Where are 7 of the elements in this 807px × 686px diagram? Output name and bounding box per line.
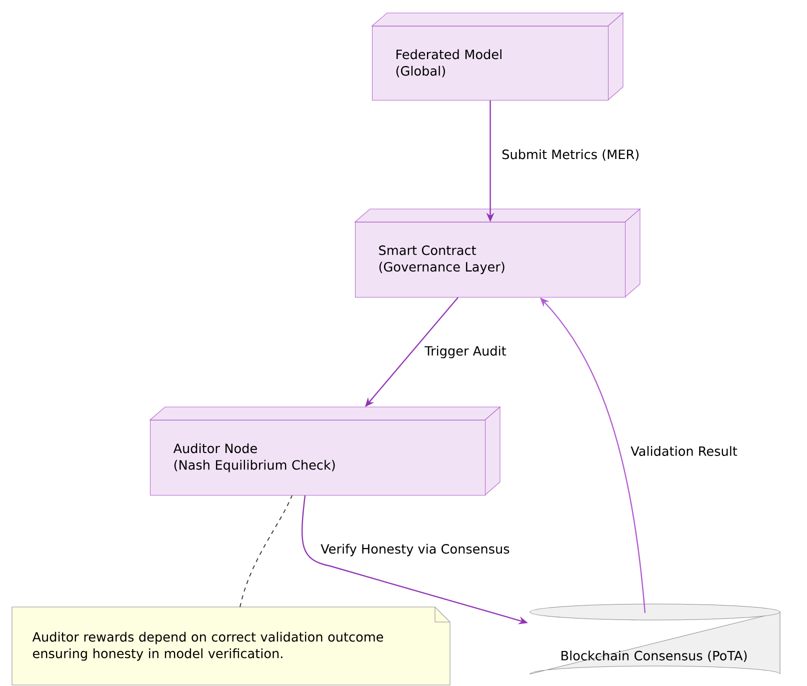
edge-label: Verify Honesty via Consensus (319, 542, 512, 558)
database-cylinder: Blockchain Consensus (PoTA) (530, 604, 780, 674)
edge-label: Submit Metrics (MER) (500, 148, 641, 162)
edge-label: Validation Result (629, 444, 739, 458)
note: Auditor rewards depend on correct validation outcome ensuring honesty in model verification. (12, 606, 450, 686)
edge-label: Trigger Audit (423, 344, 508, 360)
leader-line (240, 495, 292, 608)
